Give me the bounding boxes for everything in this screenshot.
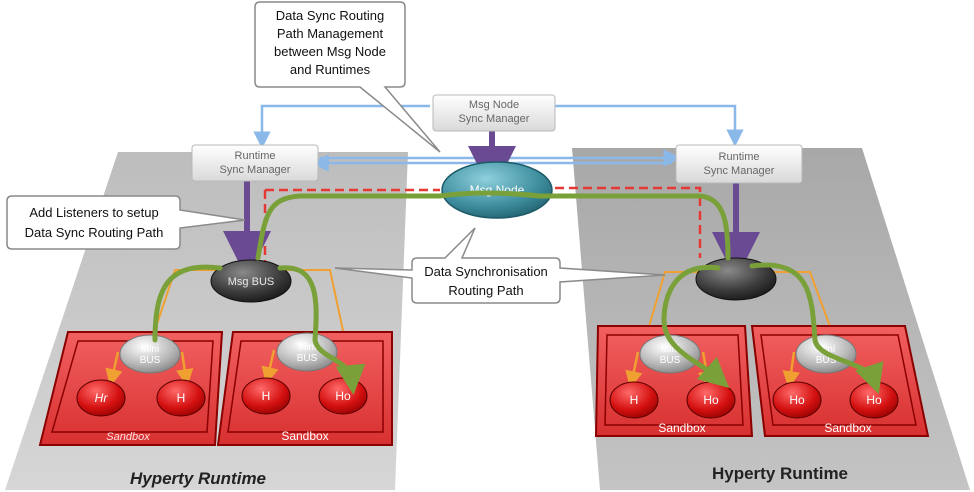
hyperty-s4-a: Ho: [772, 381, 822, 419]
svg-text:Mini: Mini: [661, 344, 679, 355]
msg-node-sync-manager: Msg Node Sync Manager: [432, 94, 556, 132]
runtime-label-left: Hyperty Runtime: [130, 469, 266, 488]
runtime-label-right: Hyperty Runtime: [712, 464, 848, 483]
svg-text:Data Synchronisation: Data Synchronisation: [424, 264, 548, 279]
msg-bus-left: Msg BUS: [210, 259, 292, 303]
svg-text:Ho: Ho: [703, 393, 719, 407]
hyperty-s1-b: H: [156, 379, 206, 417]
mini-bus-2: Mini BUS: [276, 332, 338, 372]
svg-text:Add Listeners to setup: Add Listeners to setup: [29, 205, 158, 220]
svg-text:Sandbox: Sandbox: [658, 421, 705, 435]
svg-text:H: H: [177, 391, 186, 405]
svg-text:Ho: Ho: [335, 389, 351, 403]
data-sync-routing-path: [152, 190, 884, 395]
svg-text:Routing Path: Routing Path: [448, 283, 523, 298]
callout-middle: Data Synchronisation Routing Path: [334, 227, 666, 304]
svg-text:Runtime: Runtime: [719, 151, 760, 163]
svg-text:Sync Manager: Sync Manager: [459, 113, 530, 125]
svg-text:Sync Manager: Sync Manager: [220, 164, 291, 176]
svg-text:BUS: BUS: [816, 355, 837, 366]
svg-text:BUS: BUS: [140, 355, 161, 366]
svg-text:Sandbox: Sandbox: [106, 431, 150, 443]
svg-text:Mini: Mini: [817, 344, 835, 355]
svg-text:Sandbox: Sandbox: [824, 421, 871, 435]
svg-text:Data Sync Routing: Data Sync Routing: [276, 8, 384, 23]
svg-text:Hr: Hr: [95, 391, 109, 405]
svg-text:H: H: [630, 393, 639, 407]
callout-top: Data Sync Routing Path Management betwee…: [254, 1, 441, 153]
hyperty-s1-a: Hr: [76, 379, 126, 417]
svg-text:Msg Node: Msg Node: [469, 99, 519, 111]
svg-text:between Msg Node: between Msg Node: [274, 44, 386, 59]
hyperty-s4-b: Ho: [849, 381, 899, 419]
sandbox-2: Sandbox: [216, 331, 393, 446]
hyperty-s3-b: Ho: [686, 381, 736, 419]
svg-text:Data Sync Routing Path: Data Sync Routing Path: [25, 225, 164, 240]
hyperty-s2-b: Ho: [318, 377, 368, 415]
runtime-platform-right: [572, 148, 970, 490]
svg-text:BUS: BUS: [297, 353, 318, 364]
hyperty-s2-a: H: [241, 377, 291, 415]
runtime-sync-manager-right: Runtime Sync Manager: [675, 144, 803, 184]
svg-text:Sandbox: Sandbox: [281, 429, 328, 443]
svg-text:Ho: Ho: [866, 393, 882, 407]
svg-text:and Runtimes: and Runtimes: [290, 62, 371, 77]
svg-text:Mini: Mini: [141, 344, 159, 355]
svg-text:H: H: [262, 389, 271, 403]
mini-bus-1: Mini BUS: [119, 334, 181, 374]
svg-text:Runtime: Runtime: [235, 150, 276, 162]
svg-text:Path Management: Path Management: [277, 26, 384, 41]
hyperty-s3-a: H: [609, 381, 659, 419]
msg-node: Msg Node: [441, 161, 553, 219]
svg-text:BUS: BUS: [660, 355, 681, 366]
svg-text:Ho: Ho: [789, 393, 805, 407]
svg-text:Mini: Mini: [298, 342, 316, 353]
callout-left: Add Listeners to setup Data Sync Routing…: [6, 195, 246, 250]
svg-text:Msg BUS: Msg BUS: [228, 276, 274, 288]
runtime-sync-manager-left: Runtime Sync Manager: [191, 144, 319, 182]
svg-text:Sync Manager: Sync Manager: [704, 165, 775, 177]
